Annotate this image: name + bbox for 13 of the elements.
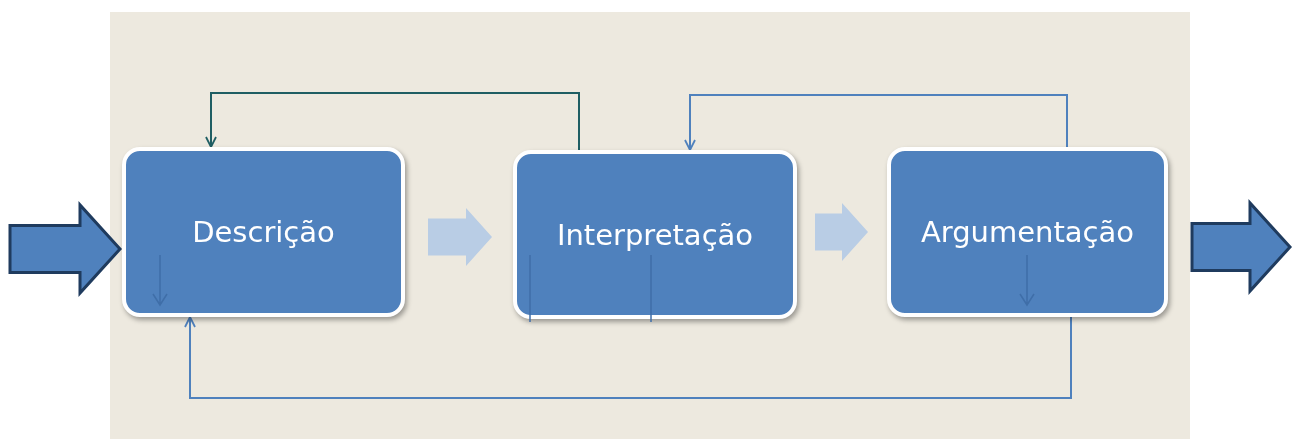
- process-box: [887, 147, 1168, 317]
- box-label: Interpretação: [556, 217, 754, 252]
- block-arrow: [8, 201, 123, 297]
- process-box: [122, 147, 405, 317]
- feedback-arrow: [684, 94, 1068, 151]
- feedback-arrow: [184, 316, 1072, 399]
- block-arrow: [428, 208, 492, 266]
- feedback-arrow: [205, 92, 580, 151]
- block-arrow: [1190, 199, 1293, 295]
- block-arrow: [815, 203, 868, 261]
- box-label: Argumentação: [920, 215, 1135, 249]
- process-box: [513, 150, 797, 319]
- box-label: Descrição: [192, 215, 335, 249]
